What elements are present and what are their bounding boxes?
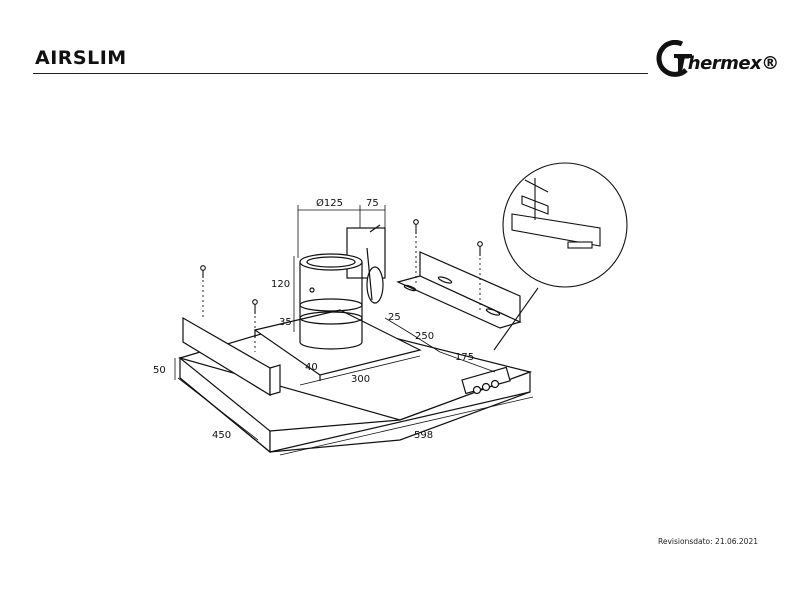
brand-name: Thermex®	[676, 53, 779, 74]
detail-callout	[493, 162, 628, 351]
thermex-logo	[652, 39, 772, 82]
dim-duct-width: 300	[351, 374, 370, 385]
dim-offset: 75	[366, 198, 379, 209]
dim-depth: 450	[212, 430, 231, 441]
dim-height: 120	[271, 279, 290, 290]
right-bracket	[396, 251, 522, 329]
dim-depth-offset: 175	[455, 352, 474, 363]
control-panel	[461, 366, 511, 395]
revision-date: Revisionsdato: 21.06.2021	[658, 537, 758, 546]
dim-collar: 35	[279, 317, 292, 328]
dim-thickness: 50	[153, 365, 166, 376]
header-divider	[33, 73, 648, 75]
dim-side-offset: 250	[415, 331, 434, 342]
dim-width: 598	[414, 430, 433, 441]
dimension-lines	[174, 205, 534, 456]
hood-body	[177, 317, 533, 454]
left-bracket	[182, 316, 281, 397]
dim-diameter: Ø125	[316, 197, 343, 209]
dim-front-offset: 25	[388, 312, 401, 323]
page-title: AIRSLIM	[35, 47, 127, 69]
screws	[200, 219, 483, 314]
duct-cylinder	[299, 253, 363, 350]
dim-duct-height: 40	[305, 362, 318, 373]
fan-motor	[346, 224, 386, 304]
screw-guides	[202, 236, 481, 352]
